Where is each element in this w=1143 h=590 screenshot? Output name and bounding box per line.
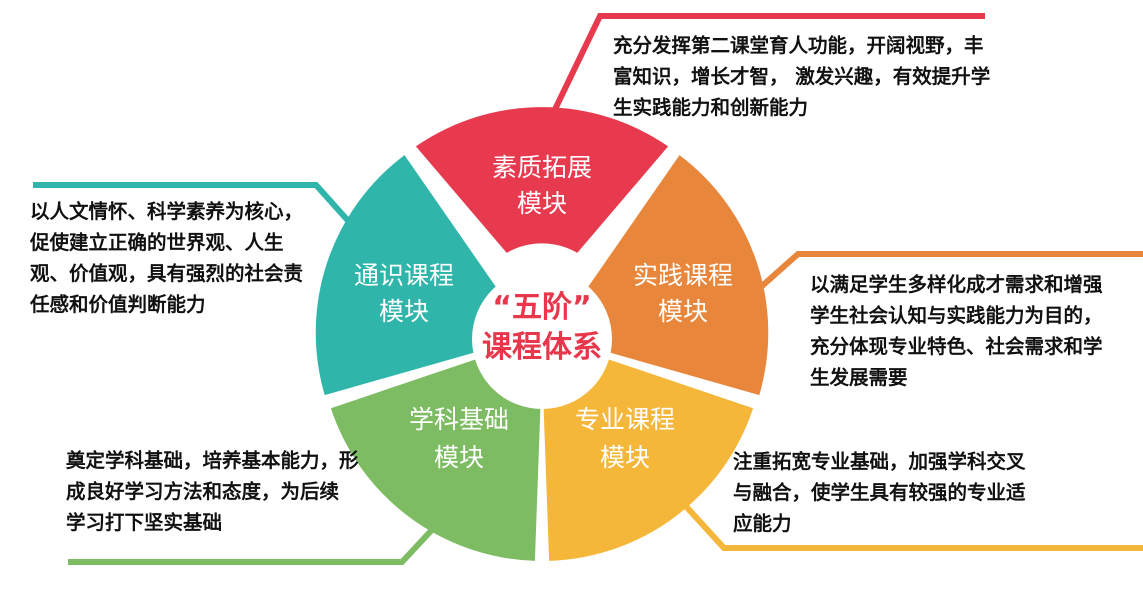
module-label-shijian-line1: 实践课程 bbox=[633, 261, 733, 290]
module-label-tongshi-line2: 模块 bbox=[379, 297, 429, 326]
description-line: 生实践能力和创新能力 bbox=[613, 96, 809, 119]
description-line: 学生社会认知与实践能力为目的， bbox=[810, 304, 1103, 327]
description-line: 生发展需要 bbox=[810, 366, 908, 389]
segment-tongshi bbox=[315, 155, 496, 396]
center-circle bbox=[472, 269, 612, 409]
center-title-line2: 课程体系 bbox=[482, 330, 602, 365]
description-line: 应能力 bbox=[733, 512, 792, 535]
description-shijian: 以满足学生多样化成才需求和增强 学生社会认知与实践能力为目的， 充分体现专业特色… bbox=[810, 269, 1103, 393]
module-label-suzhi-line2: 模块 bbox=[517, 189, 567, 218]
description-line: 任感和价值判断能力 bbox=[30, 293, 206, 316]
description-line: 促使建立正确的世界观、人生 bbox=[30, 231, 284, 254]
description-xueke: 奠定学科基础，培养基本能力，形 成良好学习方法和态度，为后续 学习打下坚实基础 bbox=[66, 445, 359, 538]
description-line: 学习打下坚实基础 bbox=[66, 511, 223, 534]
connector-tongshi bbox=[33, 182, 363, 237]
module-label-zhuanye-line2: 模块 bbox=[600, 443, 650, 472]
segment-zhuanye bbox=[543, 357, 754, 561]
segment-shijian bbox=[588, 155, 769, 396]
description-line: 富知识，增长才智， 激发兴趣，有效提升学 bbox=[613, 65, 991, 88]
connector-suzhi bbox=[543, 13, 985, 130]
description-line: 注重拓宽专业基础，加强学科交叉 bbox=[733, 450, 1026, 473]
description-line: 奠定学科基础，培养基本能力，形 bbox=[66, 449, 359, 472]
module-label-shijian-line2: 模块 bbox=[658, 297, 708, 326]
description-line: 与融合，使学生具有较强的专业适 bbox=[733, 481, 1026, 504]
description-suzhi: 充分发挥第二课堂育人功能，开阔视野，丰 富知识，增长才智， 激发兴趣，有效提升学… bbox=[613, 30, 990, 123]
description-line: 以人文情怀、科学素养为核心， bbox=[30, 200, 304, 223]
description-zhuanye: 注重拓宽专业基础，加强学科交叉 与融合，使学生具有较强的专业适 应能力 bbox=[733, 446, 1026, 539]
description-line: 观、价值观，具有强烈的社会责 bbox=[30, 262, 304, 285]
description-line: 充分体现专业特色、社会需求和学 bbox=[810, 335, 1103, 358]
center-title-line1: “五阶” bbox=[492, 290, 591, 325]
module-label-suzhi-line1: 素质拓展 bbox=[492, 153, 592, 182]
description-tongshi: 以人文情怀、科学素养为核心， 促使建立正确的世界观、人生 观、价值观，具有强烈的… bbox=[30, 196, 303, 320]
module-label-xueke-line2: 模块 bbox=[434, 443, 484, 472]
description-line: 充分发挥第二课堂育人功能，开阔视野，丰 bbox=[613, 34, 984, 57]
segment-xueke bbox=[330, 357, 541, 561]
module-label-tongshi-line1: 通识课程 bbox=[354, 261, 454, 290]
module-label-zhuanye-line1: 专业课程 bbox=[575, 405, 675, 434]
description-line: 成良好学习方法和态度，为后续 bbox=[66, 480, 340, 503]
description-line: 以满足学生多样化成才需求和增强 bbox=[810, 273, 1103, 296]
module-label-xueke-line1: 学科基础 bbox=[409, 405, 509, 434]
segment-suzhi bbox=[415, 107, 669, 253]
